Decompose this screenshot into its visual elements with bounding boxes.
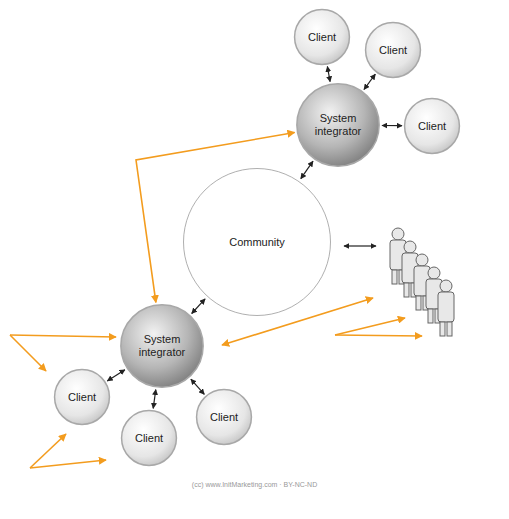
client-circle: Client bbox=[121, 410, 177, 466]
orange-arrows bbox=[10, 298, 422, 468]
client-circle: Client bbox=[54, 369, 110, 425]
connector bbox=[153, 390, 156, 409]
client-circle: Client bbox=[294, 9, 350, 65]
node-text: Client bbox=[68, 391, 96, 404]
client-circle: Client bbox=[404, 98, 460, 154]
integrator-circle: System integrator bbox=[120, 304, 204, 388]
connector bbox=[301, 161, 313, 179]
node-text: Client bbox=[379, 44, 407, 57]
node-text: System integrator bbox=[307, 112, 369, 138]
credit-line: (cc) www.InitMarketing.com · BY-NC-ND bbox=[0, 481, 509, 488]
connector bbox=[191, 379, 204, 394]
client-circle: Client bbox=[365, 22, 421, 78]
community-circle: Community bbox=[182, 167, 332, 317]
node-text: Client bbox=[418, 120, 446, 133]
connector bbox=[327, 67, 330, 82]
node-text: Client bbox=[210, 411, 238, 424]
integrator-circle: System integrator bbox=[296, 83, 380, 167]
client-circle: Client bbox=[196, 389, 252, 445]
connector bbox=[364, 74, 375, 89]
node-text: Client bbox=[308, 31, 336, 44]
connector bbox=[192, 299, 205, 314]
people-link bbox=[344, 245, 376, 246]
node-text: Client bbox=[135, 432, 163, 445]
credit-text: (cc) www.InitMarketing.com · BY-NC-ND bbox=[192, 481, 317, 488]
node-text: Community bbox=[229, 236, 285, 249]
connector bbox=[107, 370, 125, 381]
node-text: System integrator bbox=[131, 333, 193, 359]
connector bbox=[382, 125, 402, 126]
